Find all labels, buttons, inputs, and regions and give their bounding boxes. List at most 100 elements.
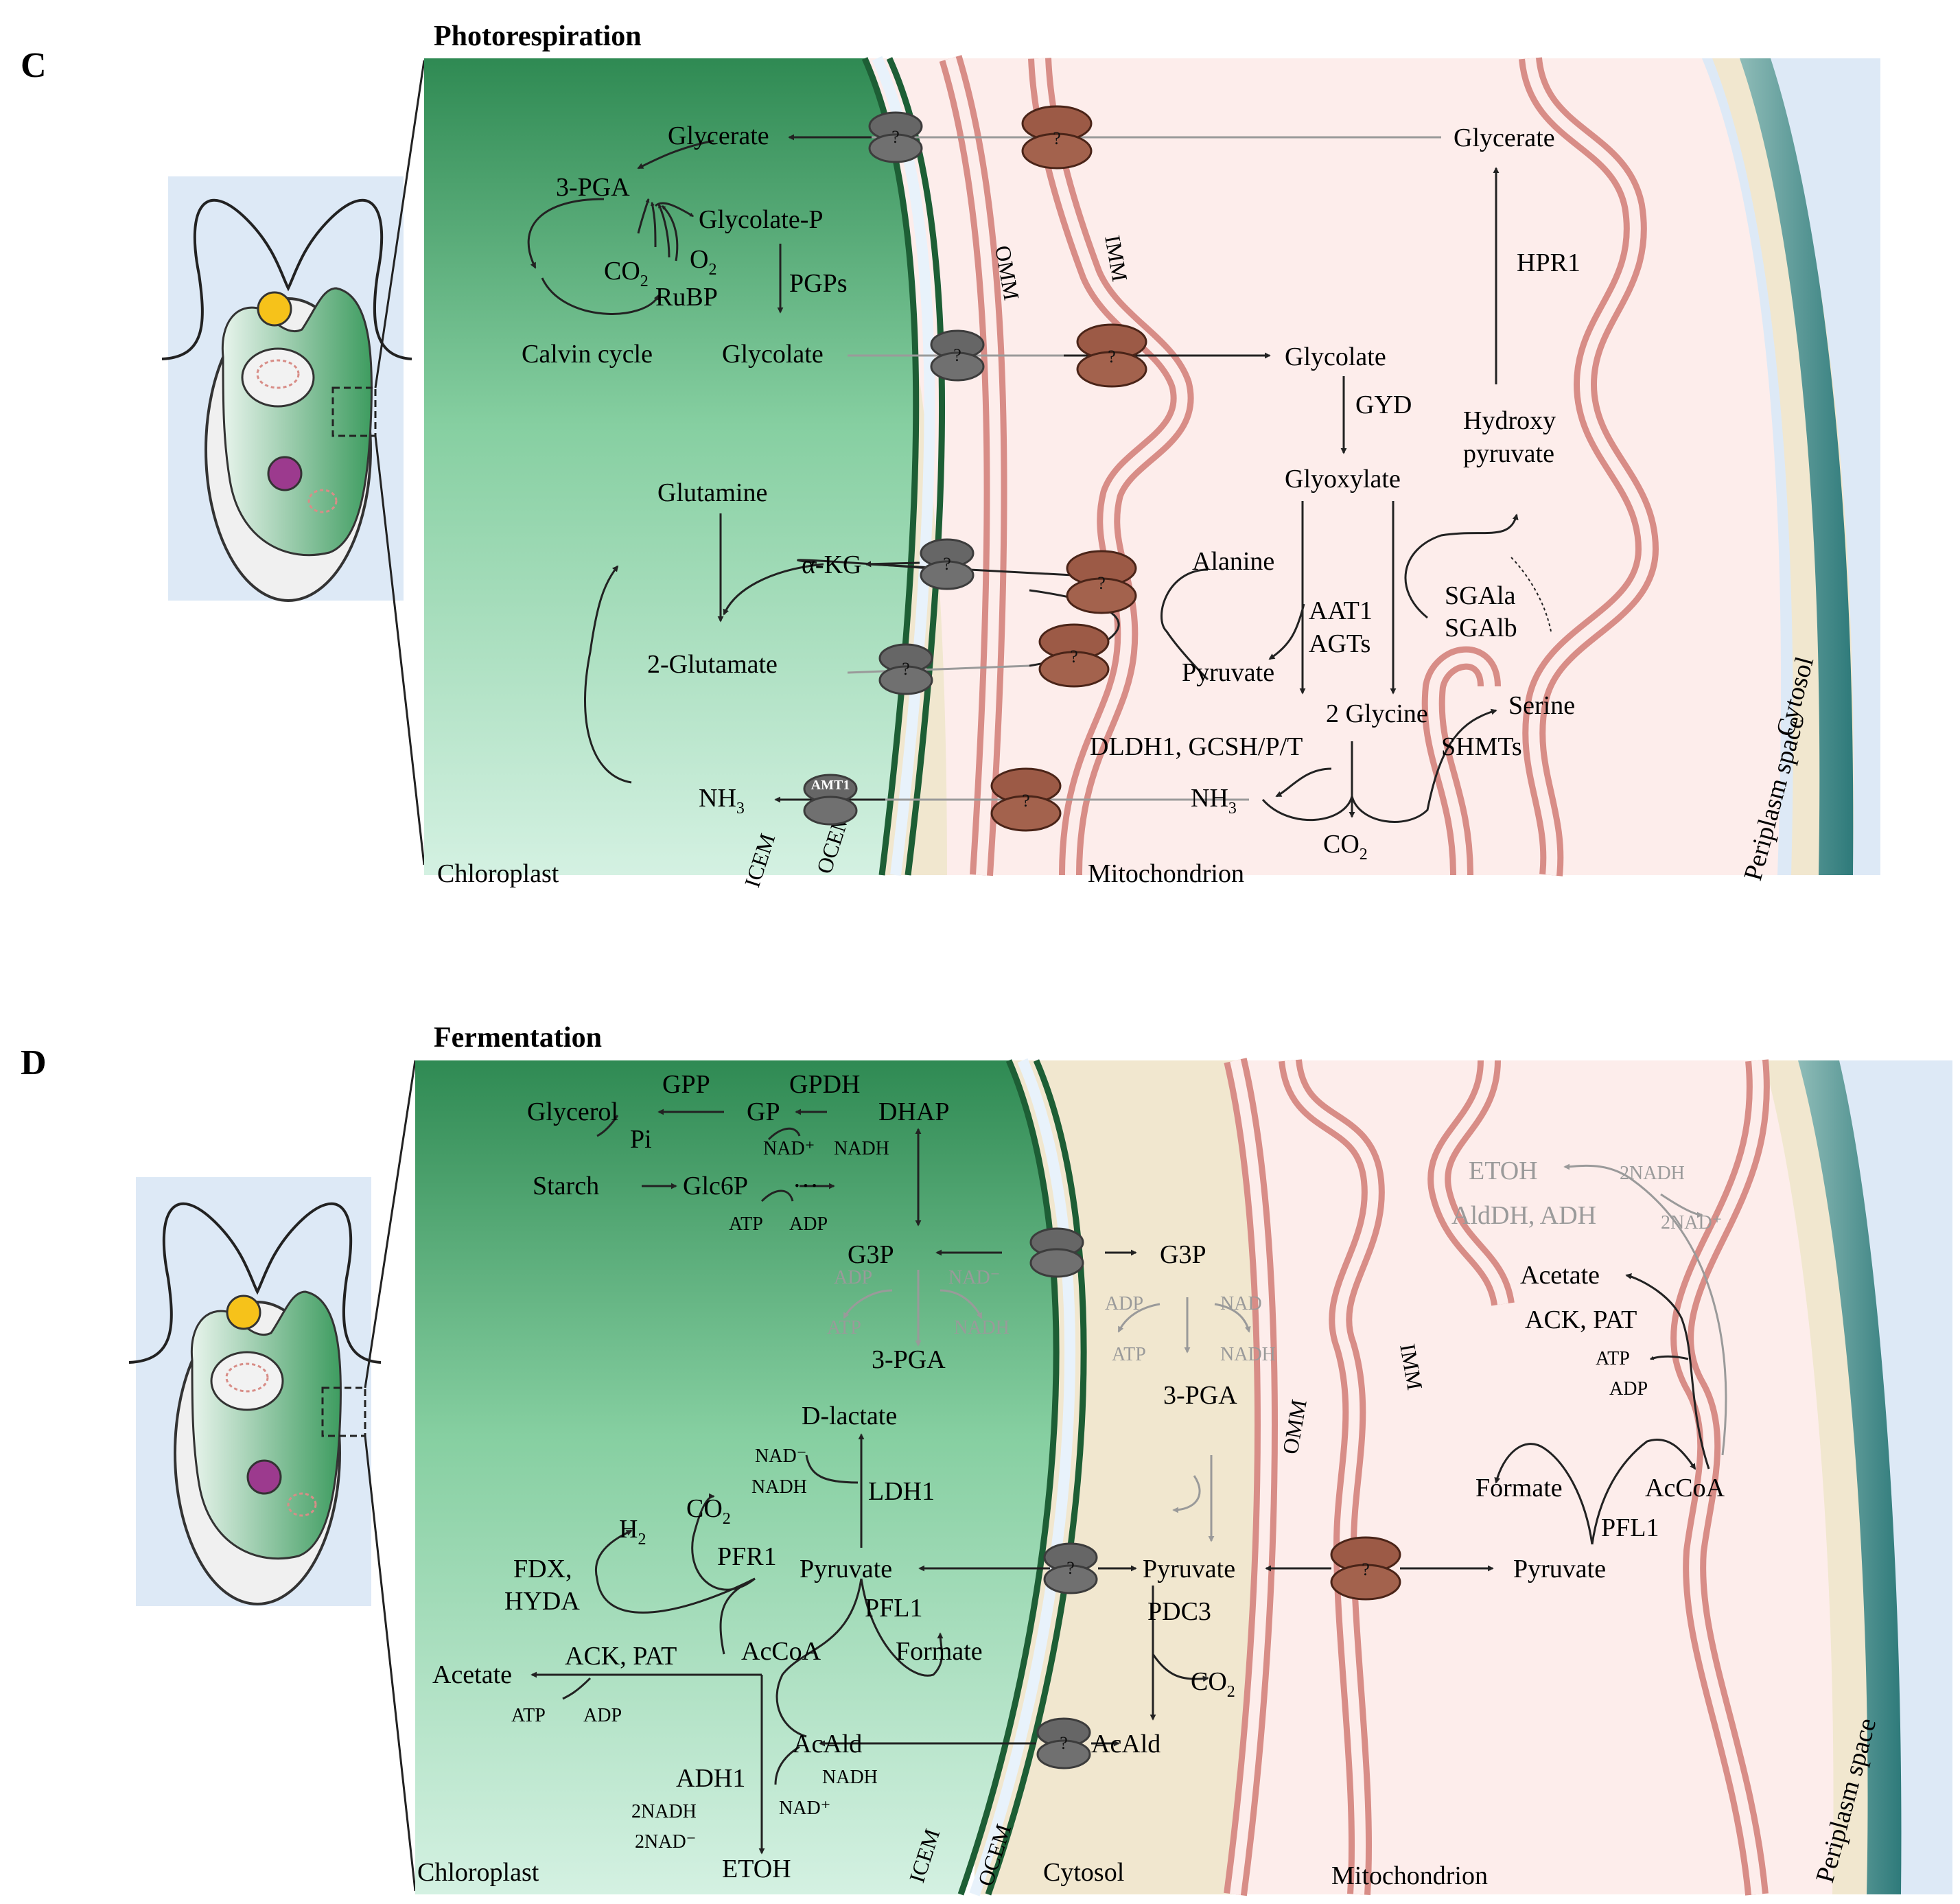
pga-chloroplast: 3-PGA bbox=[872, 1345, 946, 1374]
label-cytosol-d: Cytosol bbox=[1043, 1858, 1124, 1887]
accoa-chloroplast: AcCoA bbox=[741, 1637, 821, 1666]
two-nad-mitochondrion: 2NAD⁺ bbox=[1661, 1212, 1722, 1233]
co2-mitochondrion: CO2 bbox=[1323, 830, 1368, 863]
gp: GP bbox=[747, 1098, 780, 1126]
serine: Serine bbox=[1508, 691, 1575, 720]
pyruvate-mitochondrion: Pyruvate bbox=[1513, 1555, 1606, 1583]
pga-cytosol: 3-PGA bbox=[1163, 1381, 1237, 1410]
etoh-chloroplast: ETOH bbox=[722, 1855, 791, 1883]
co2-chloroplast: CO2 bbox=[604, 257, 649, 290]
metabolites-d: GPP GPDH Glycerol GP DHAP Pi NAD⁺ NADH S… bbox=[432, 1070, 1725, 1883]
aat1: AAT1 bbox=[1309, 596, 1373, 625]
chloroplast-region-d bbox=[415, 1060, 1057, 1894]
svg-text:?: ? bbox=[1097, 573, 1106, 593]
sgala: SGAla bbox=[1445, 581, 1516, 610]
nadh-ldh: NADH bbox=[751, 1476, 807, 1498]
adp-cytosol: ADP bbox=[1105, 1293, 1143, 1314]
panel-title-c: Photorespiration bbox=[434, 21, 642, 52]
co2: CO2 bbox=[686, 1494, 731, 1528]
nadh: NADH bbox=[834, 1138, 889, 1159]
cell-wall-c bbox=[1740, 58, 1854, 875]
acetate-mitochondrion: Acetate bbox=[1520, 1261, 1600, 1290]
accoa-mitochondrion: AcCoA bbox=[1645, 1474, 1725, 1502]
formate-chloroplast: Formate bbox=[896, 1637, 983, 1666]
atp-acetate: ATP bbox=[511, 1705, 546, 1726]
pyruvate-cytosol: Pyruvate bbox=[1143, 1555, 1235, 1583]
two-nad-minus: 2NAD⁻ bbox=[635, 1831, 696, 1853]
panel-letter-c: C bbox=[21, 46, 47, 85]
rubp: RuBP bbox=[655, 283, 718, 312]
panel-d: D Fermentation Chloroplast Cytosol Mitoc… bbox=[21, 1022, 1952, 1896]
pfl1-mitochondrion: PFL1 bbox=[1601, 1513, 1659, 1542]
dhap: DHAP bbox=[878, 1098, 949, 1126]
alanine: Alanine bbox=[1192, 547, 1274, 576]
ldh1: LDH1 bbox=[868, 1477, 935, 1506]
svg-text:?: ? bbox=[1108, 347, 1116, 367]
shmts: SHMTs bbox=[1441, 732, 1522, 761]
gpdh: GPDH bbox=[789, 1070, 860, 1099]
glycolate-mitochondrion: Glycolate bbox=[1285, 343, 1386, 371]
pgps: PGPs bbox=[789, 269, 848, 298]
gpp: GPP bbox=[662, 1070, 710, 1099]
h2: H2 bbox=[619, 1515, 646, 1548]
transporter-labels-c: ? ? ? ? ? ? ? ? ? bbox=[891, 127, 1116, 811]
acald-chloroplast: AcAld bbox=[793, 1730, 862, 1758]
sgalb: SGAlb bbox=[1445, 614, 1517, 642]
chloroplast-region-c bbox=[424, 58, 916, 875]
adp-gray: ADP bbox=[834, 1267, 872, 1288]
glyoxylate: Glyoxylate bbox=[1285, 465, 1401, 494]
svg-text:?: ? bbox=[891, 127, 900, 147]
pi: Pi bbox=[630, 1125, 652, 1154]
pyruvate-mitochondrion: Pyruvate bbox=[1182, 658, 1274, 687]
svg-text:?: ? bbox=[902, 659, 910, 679]
atp-gray: ATP bbox=[827, 1317, 861, 1338]
dldh-gcsh: DLDH1, GCSH/P/T bbox=[1090, 732, 1303, 761]
nadh-adh: NADH bbox=[822, 1767, 878, 1788]
adp: ADP bbox=[789, 1214, 828, 1235]
nad-cytosol: NAD bbox=[1220, 1293, 1262, 1314]
glycine: 2 Glycine bbox=[1326, 699, 1428, 728]
agts: AGTs bbox=[1309, 629, 1370, 658]
pfr1: PFR1 bbox=[717, 1542, 777, 1571]
two-nadh: 2NADH bbox=[631, 1801, 697, 1822]
glycolate-p: Glycolate-P bbox=[699, 205, 824, 234]
glutamate: 2-Glutamate bbox=[647, 650, 778, 679]
nh3-chloroplast: NH3 bbox=[699, 784, 745, 817]
acetate-chloroplast: Acetate bbox=[432, 1660, 512, 1689]
d-lactate: D-lactate bbox=[802, 1402, 897, 1430]
svg-text:?: ? bbox=[1070, 647, 1078, 666]
label-chloroplast-d: Chloroplast bbox=[417, 1858, 539, 1887]
hpr1: HPR1 bbox=[1517, 248, 1580, 277]
pga-chloroplast: 3-PGA bbox=[556, 173, 630, 202]
panel-title-d: Fermentation bbox=[434, 1022, 602, 1054]
svg-text:?: ? bbox=[1362, 1559, 1370, 1579]
glutamine: Glutamine bbox=[657, 478, 767, 507]
nadh-cytosol: NADH bbox=[1220, 1344, 1276, 1365]
svg-text:?: ? bbox=[1066, 1558, 1075, 1578]
o2: O2 bbox=[690, 245, 716, 279]
aldh-adh: AldDH, ADH bbox=[1451, 1201, 1596, 1230]
glc6p: Glc6P bbox=[683, 1172, 748, 1200]
glycerate-chloroplast: Glycerate bbox=[668, 121, 769, 150]
calvin-cycle: Calvin cycle bbox=[522, 340, 653, 369]
g3p-cytosol: G3P bbox=[1160, 1240, 1206, 1269]
label-mitochondrion-d: Mitochondrion bbox=[1331, 1861, 1488, 1890]
panel-letter-d: D bbox=[21, 1043, 47, 1082]
adh1: ADH1 bbox=[676, 1764, 745, 1793]
svg-text:?: ? bbox=[953, 345, 961, 365]
two-nadh-mitochondrion: 2NADH bbox=[1620, 1163, 1685, 1184]
nad-minus: NAD⁻ bbox=[755, 1446, 806, 1467]
etoh-mitochondrion: ETOH bbox=[1469, 1157, 1538, 1185]
co2-cytosol: CO2 bbox=[1191, 1667, 1235, 1701]
ack-pat: ACK, PAT bbox=[565, 1642, 677, 1671]
transporter-gray bbox=[1029, 1227, 1084, 1278]
arrows-d bbox=[530, 1108, 1710, 1855]
nadh-gray: NADH bbox=[954, 1317, 1010, 1338]
metabolites-c: Glycerate 3-PGA Glycolate-P CO2 O2 RuBP … bbox=[522, 121, 1580, 863]
cell-inset-d bbox=[128, 1060, 417, 1892]
panel-c: C Photorespiration Chloroplast Mitochond… bbox=[21, 21, 1880, 890]
label-mitochondrion-c: Mitochondrion bbox=[1088, 859, 1244, 888]
g3p-chloroplast: G3P bbox=[848, 1240, 894, 1269]
fdx: FDX, bbox=[513, 1555, 572, 1583]
glycolate-chloroplast: Glycolate bbox=[722, 340, 824, 369]
